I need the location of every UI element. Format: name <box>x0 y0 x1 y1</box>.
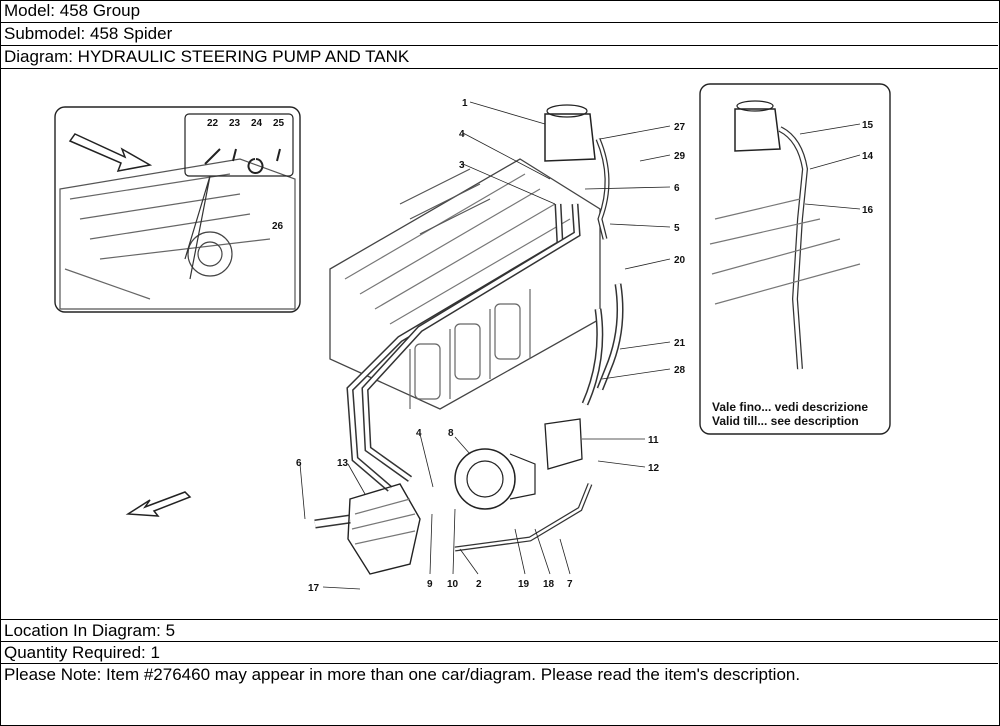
diagram-title-row: Diagram: HYDRAULIC STEERING PUMP AND TAN… <box>0 46 998 69</box>
callout-5: 5 <box>674 223 680 234</box>
direction-arrow <box>68 133 153 172</box>
reservoir <box>347 483 421 575</box>
chassis-frame <box>59 158 296 310</box>
callout-6-lower: 6 <box>296 458 302 469</box>
callout-3: 3 <box>459 160 465 171</box>
diagram-illustration: 1 4 3 27 29 6 5 20 21 28 11 12 13 6 4 8 … <box>54 83 891 594</box>
parts-diagram: 1 4 3 27 29 6 5 20 21 28 11 12 13 6 4 8 … <box>0 69 998 620</box>
inset-note-italian: Vale fino... vedi descrizione <box>712 400 868 414</box>
callout-18: 18 <box>543 579 555 590</box>
bracket <box>544 418 583 470</box>
callout-6: 6 <box>674 183 680 194</box>
callout-19: 19 <box>518 579 530 590</box>
inset-note-english: Valid till... see description <box>712 414 859 428</box>
steering-fluid-tank <box>544 113 596 162</box>
detail-inset-frame <box>699 83 891 435</box>
callout-26: 26 <box>272 221 284 232</box>
callout-2: 2 <box>476 579 482 590</box>
callout-20: 20 <box>674 255 686 266</box>
steering-pump <box>454 448 516 510</box>
callout-13: 13 <box>337 458 349 469</box>
callout-25: 25 <box>273 118 285 129</box>
callout-14: 14 <box>862 151 874 162</box>
callout-4-lower: 4 <box>416 428 422 439</box>
callout-29: 29 <box>674 151 686 162</box>
note-row: Please Note: Item #276460 may appear in … <box>4 665 801 684</box>
model-row: Model: 458 Group <box>0 0 998 23</box>
callout-27: 27 <box>674 122 686 133</box>
callout-23: 23 <box>229 118 241 129</box>
callout-22: 22 <box>207 118 219 129</box>
callout-15: 15 <box>862 120 874 131</box>
direction-arrow-lower <box>125 491 192 517</box>
location-row: Location In Diagram: 5 <box>0 620 998 642</box>
callout-7: 7 <box>567 579 573 590</box>
detail-box <box>184 113 294 177</box>
quantity-row: Quantity Required: 1 <box>0 642 998 664</box>
submodel-row: Submodel: 458 Spider <box>0 23 998 46</box>
callout-10: 10 <box>447 579 459 590</box>
callout-11: 11 <box>648 435 659 446</box>
chassis-inset-frame <box>54 106 301 313</box>
callout-8: 8 <box>448 428 454 439</box>
callout-17: 17 <box>308 583 320 594</box>
callout-16: 16 <box>862 205 874 216</box>
callout-12: 12 <box>648 463 660 474</box>
callout-28: 28 <box>674 365 686 376</box>
callout-24: 24 <box>251 118 263 129</box>
callout-4: 4 <box>459 129 465 140</box>
callout-1: 1 <box>462 98 468 109</box>
callout-9: 9 <box>427 579 433 590</box>
callout-21: 21 <box>674 338 686 349</box>
